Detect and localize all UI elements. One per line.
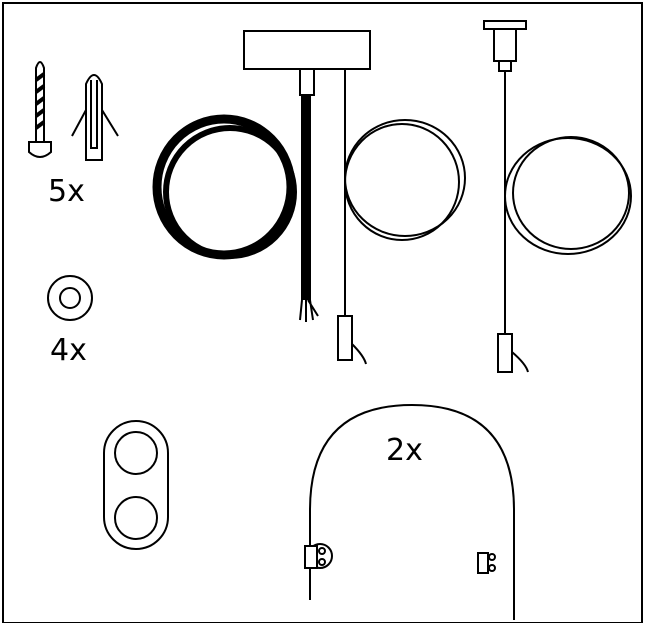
spacer-plate-icon [103,420,169,550]
wall-plug-icon [71,74,119,161]
canopy-cable-assembly [152,30,466,365]
screw-icon [28,61,52,158]
washer-icon [47,275,93,321]
hoop-clamp-left-icon [304,543,333,569]
screws-quantity-label: 5x [48,174,85,209]
power-cable-icon [152,95,319,322]
hoop-ring-icon [304,403,515,620]
ceiling-canopy-icon [243,30,371,70]
hoop-clamp-right-icon [477,552,496,574]
ceiling-fixing-icon [483,20,527,72]
washers-quantity-label: 4x [50,333,87,368]
hoops-quantity-label: 2x [386,433,423,468]
suspension-wire-icon [497,71,632,373]
ceiling-wire-assembly [483,20,632,373]
suspension-wire-icon [337,69,466,365]
